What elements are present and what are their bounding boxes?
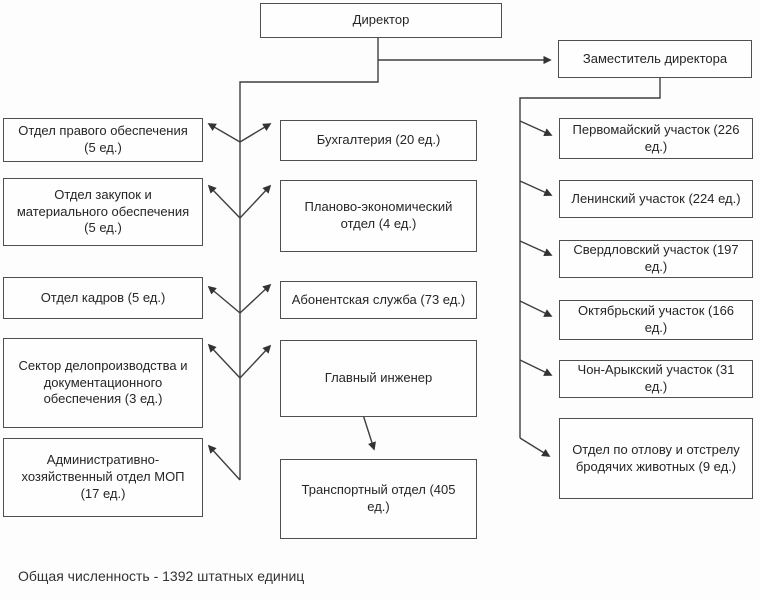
edge-row2-left — [207, 184, 241, 219]
edge-row5-left — [207, 444, 241, 481]
edge-row2-right — [239, 184, 272, 219]
edge-deputy-right-spine — [519, 78, 661, 438]
node-records-sector: Сектор делопроизводства и документационн… — [3, 338, 203, 428]
node-legal-dept: Отдел правого обеспечения (5 ед.) — [3, 118, 203, 162]
node-director: Директор — [260, 3, 502, 38]
node-transport-dept: Транспортный отдел (405 ед.) — [280, 459, 477, 539]
node-pervomaysky-site: Первомайский участок (226 ед.) — [559, 118, 753, 159]
node-oktyabrsky-site: Октябрьский участок (166 ед.) — [559, 300, 753, 340]
node-hr-dept: Отдел кадров (5 ед.) — [3, 277, 203, 319]
node-procurement-dept: Отдел закупок и материального обеспечени… — [3, 178, 203, 246]
node-leninsky-site: Ленинский участок (224 ед.) — [559, 180, 753, 218]
edge-row3-left — [207, 285, 241, 314]
edge-row1-left — [207, 123, 241, 143]
node-animal-control-dept: Отдел по отлову и отстрелу бродячих живо… — [559, 418, 753, 499]
node-sverdlovsky-site: Свердловский участок (197 ед.) — [559, 240, 753, 278]
edge-right-2 — [519, 180, 553, 197]
edge-right-6 — [519, 437, 551, 457]
node-chon-aryksky-site: Чон-Арыкский участок (31 ед.) — [559, 360, 753, 398]
edge-right-3 — [519, 240, 553, 257]
edge-row4-right — [239, 344, 272, 379]
node-accounting: Бухгалтерия (20 ед.) — [280, 120, 477, 161]
node-subscriber-service: Абонентская служба (73 ед.) — [280, 281, 477, 319]
edge-row4-left — [207, 343, 241, 379]
edge-right-5 — [519, 359, 553, 376]
edge-row3-right — [239, 283, 272, 314]
node-deputy-director: Заместитель директора — [558, 40, 752, 78]
node-planning-dept: Планово-экономический отдел (4 ед.) — [280, 180, 477, 252]
edge-right-1 — [519, 120, 553, 137]
edge-right-4 — [519, 300, 553, 317]
node-chief-engineer: Главный инженер — [280, 340, 477, 417]
node-admin-dept: Административно-хозяйственный отдел МОП … — [3, 438, 203, 517]
edge-row1-right — [239, 123, 272, 143]
total-staff-note: Общая численность - 1392 штатных единиц — [18, 568, 305, 584]
